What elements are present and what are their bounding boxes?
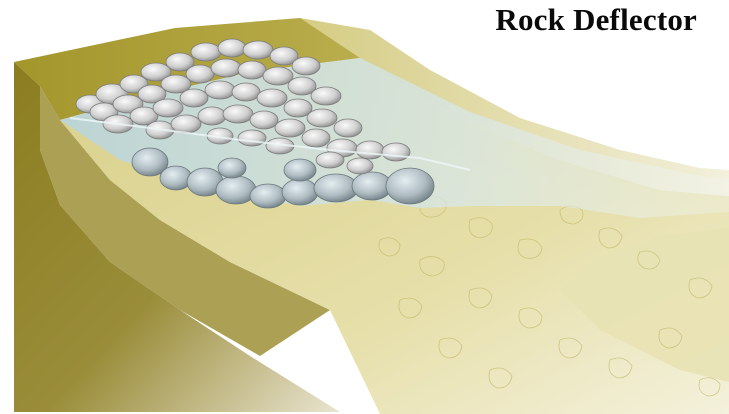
diagram-title: Rock Deflector [495,2,697,38]
